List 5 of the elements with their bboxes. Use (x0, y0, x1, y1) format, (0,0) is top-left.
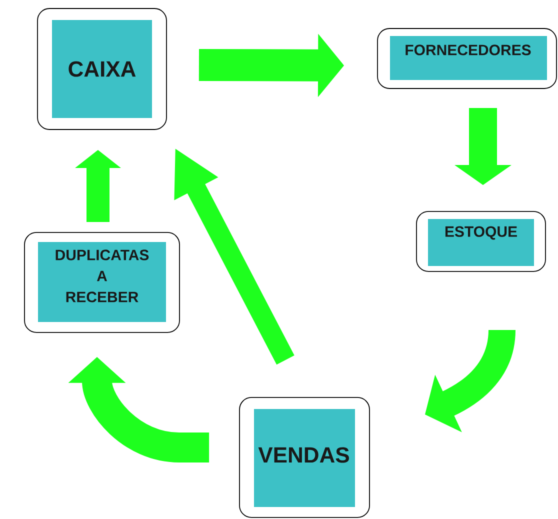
process-box: VENDAS (239, 397, 370, 518)
process-box: CAIXA (37, 8, 167, 130)
process-box: FORNECEDORES (377, 28, 557, 89)
process-box: ESTOQUE (416, 211, 546, 272)
process-box: DUPLICATAS A RECEBER (24, 232, 180, 333)
